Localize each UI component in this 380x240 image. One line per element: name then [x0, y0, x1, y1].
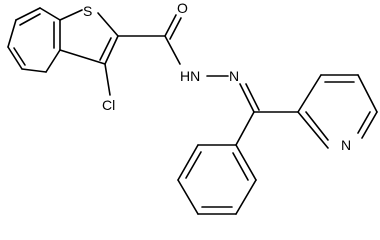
- double-bond-inner: [357, 111, 371, 134]
- bond: [39, 7, 61, 21]
- bond-n-c: [239, 83, 255, 113]
- benzo-ring: [7, 7, 61, 73]
- bond: [45, 49, 61, 73]
- carbonyl: [117, 14, 182, 65]
- bond-c-o-double: [169, 17, 182, 40]
- bond: [21, 68, 47, 73]
- double-bond-inner: [305, 111, 329, 141]
- bond: [235, 144, 257, 181]
- oxygen-label: O: [177, 0, 188, 16]
- bond: [357, 74, 378, 113]
- molecule-drawing: S O Cl HN N N: [7, 0, 378, 215]
- bond-n-c-double: [245, 83, 260, 111]
- bond: [7, 46, 23, 70]
- structure-diagram: S O Cl HN N N: [7, 0, 378, 215]
- bond: [177, 144, 199, 181]
- bond: [297, 74, 322, 113]
- bond: [104, 35, 119, 65]
- pyridine-n-label: N: [341, 137, 351, 153]
- double-bond-inner: [99, 37, 112, 61]
- bond: [59, 49, 106, 65]
- thiophene-ring: [59, 9, 119, 65]
- bond: [15, 7, 41, 21]
- bond: [297, 111, 329, 149]
- chlorine-label: Cl: [102, 97, 115, 113]
- bond: [361, 111, 378, 139]
- bond-c-n: [164, 35, 181, 65]
- hydrazide-nh-label: HN: [180, 68, 200, 84]
- bond: [177, 179, 199, 215]
- bond: [7, 19, 17, 48]
- bond-c-phenyl: [235, 111, 255, 146]
- bond: [97, 12, 119, 37]
- bond: [59, 9, 83, 21]
- double-bond-inner: [19, 13, 41, 26]
- pyridine-ring: [297, 74, 378, 149]
- bond-c-o: [164, 14, 177, 37]
- double-bond-inner: [232, 152, 249, 181]
- bond-c-cl: [104, 63, 111, 96]
- phenyl-ring: [177, 144, 257, 215]
- imine-n-label: N: [229, 68, 239, 84]
- bond: [235, 179, 257, 215]
- double-bond-inner: [185, 151, 202, 179]
- hydrazone: [206, 75, 260, 113]
- sulfur-label: S: [83, 3, 92, 19]
- double-bond-inner: [13, 47, 26, 66]
